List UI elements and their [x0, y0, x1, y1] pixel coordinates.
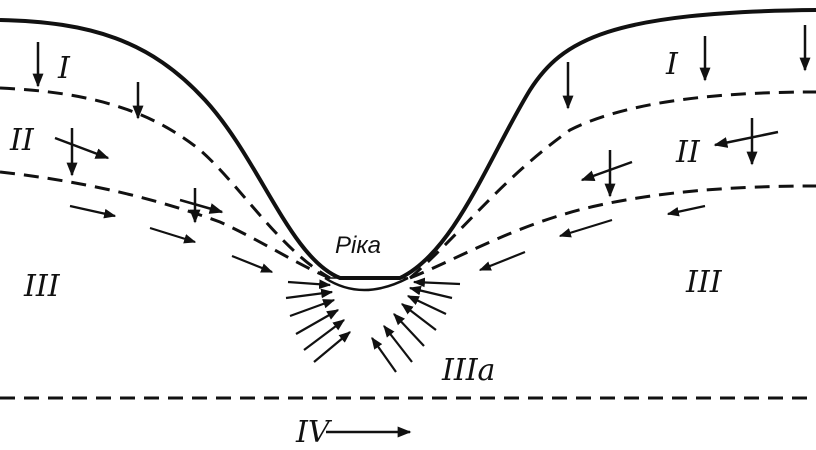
river-label: Ріка — [335, 232, 381, 259]
flow-arrow — [406, 295, 447, 315]
zone-label-iv: IV — [295, 415, 333, 450]
flow-arrow — [231, 254, 274, 274]
flow-arrow — [401, 303, 437, 331]
flow-arrow — [393, 313, 425, 347]
flow-arrow — [179, 198, 224, 214]
flow-arrow — [412, 277, 461, 288]
flow-arrow — [289, 298, 336, 318]
flow-arrow — [313, 331, 351, 363]
zone-iiia-flow-arrows — [285, 277, 461, 373]
flow-arrow — [713, 130, 779, 148]
flow-arrow — [558, 218, 613, 238]
flow-arrow — [408, 285, 453, 300]
flow-arrow — [666, 204, 706, 217]
zone-label-left-iii: III — [23, 269, 61, 304]
zone-iii-flow-arrows — [69, 204, 706, 274]
flow-arrow — [69, 204, 117, 219]
zone-label-left-ii: II — [9, 123, 35, 158]
flow-arrow — [383, 325, 413, 363]
flow-arrow — [371, 337, 397, 373]
flow-arrow — [149, 226, 197, 244]
zone-i-flow-arrows — [32, 25, 811, 120]
flow-arrow — [287, 279, 332, 290]
flow-arrow — [478, 250, 526, 272]
boundary-i-ii-left — [0, 86, 331, 280]
flow-arrow — [285, 288, 334, 300]
zone-label-right-i: I — [665, 47, 679, 82]
zone-ii-flow-arrows — [54, 118, 779, 224]
zone-label-left-i: I — [57, 51, 71, 86]
boundary-ii-iii-left — [0, 170, 331, 280]
zone-label-iiia: IIIa — [441, 353, 495, 388]
boundary-ii-iii-right — [409, 184, 816, 280]
river-channel — [324, 276, 409, 292]
zone-label-right-iii: III — [685, 265, 723, 300]
flow-arrow — [303, 319, 345, 351]
zone-label-right-ii: II — [675, 135, 701, 170]
flow-arrow — [54, 136, 110, 160]
flow-arrow — [580, 160, 633, 182]
boundary-i-ii-right — [409, 90, 816, 280]
flow-arrow — [295, 309, 340, 335]
